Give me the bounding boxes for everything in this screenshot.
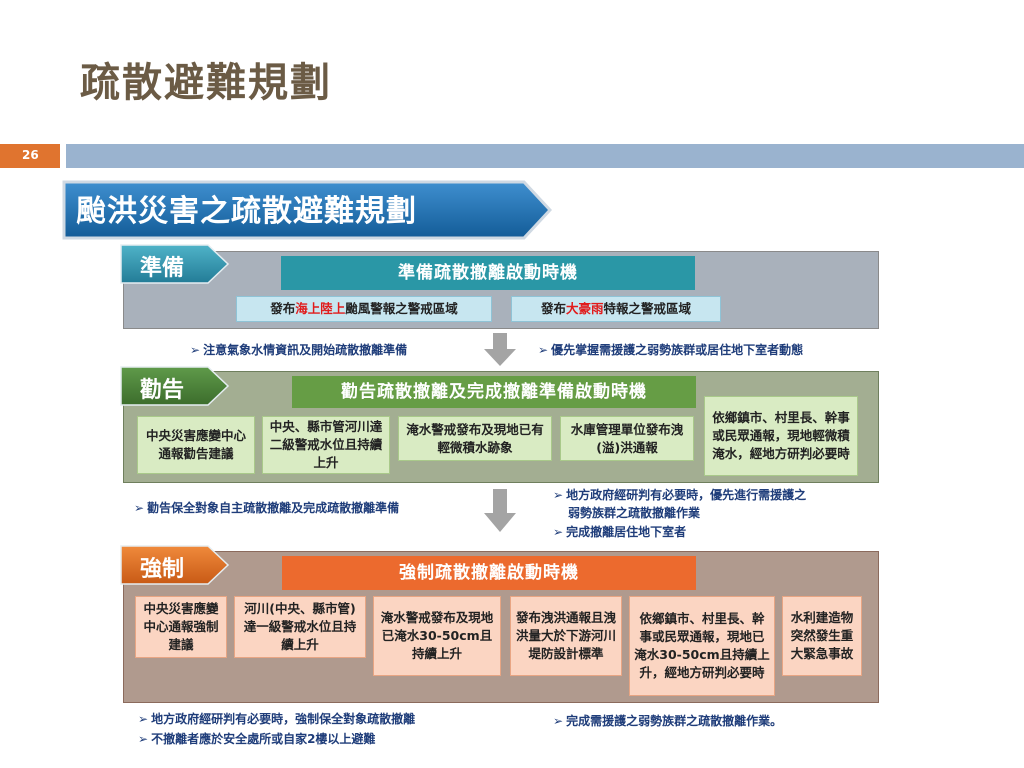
prepare-condition-typhoon: 發布海上陸上颱風警報之警戒區域 — [236, 296, 492, 322]
note-advise-right-2: ➢完成撤離居住地下室者 — [553, 523, 686, 541]
bullet-arrow-icon: ➢ — [553, 525, 564, 539]
force-condition-1: 中央災害應變中心通報強制建議 — [135, 596, 227, 658]
prepare-condition-typhoon-suffix: 颱風警報之警戒區域 — [345, 301, 458, 316]
note-force-left-1: ➢地方政府經研判有必要時，強制保全對象疏散撤離 — [138, 710, 415, 728]
stage-advise-tag-arrow — [120, 366, 230, 406]
note-force-left-1-text: 地方政府經研判有必要時，強制保全對象疏散撤離 — [151, 712, 416, 726]
prepare-condition-typhoon-prefix: 發布 — [270, 301, 296, 316]
advise-condition-5: 依鄉鎮市、村里長、幹事或民眾通報，現地輕微積淹水，經地方研判必要時 — [704, 396, 858, 476]
stage-prepare-header: 準備疏散撤離啟動時機 — [281, 256, 695, 290]
bullet-arrow-icon: ➢ — [134, 501, 145, 515]
stage-advise-tag: 勸告 — [140, 378, 185, 403]
note-advise-right-1-cont: 弱勢族群之疏散撤離作業 — [568, 506, 701, 520]
note-prepare-left: ➢注意氣象水情資訊及開始疏散撤離準備 — [190, 341, 407, 359]
stage-force-tag-arrow — [120, 545, 230, 585]
prepare-condition-typhoon-highlight: 海上陸上 — [295, 301, 346, 316]
force-condition-2: 河川(中央、縣市管)達一級警戒水位且持續上升 — [234, 596, 366, 658]
page-number-badge: 26 — [0, 144, 60, 168]
stage-force-tag: 強制 — [140, 557, 185, 582]
force-condition-5: 依鄉鎮市、村里長、幹事或民眾通報，現地已淹水30-50cm且持續上升，經地方研判… — [629, 596, 775, 696]
note-prepare-right: ➢優先掌握需援護之弱勢族群或居住地下室者動態 — [538, 341, 803, 359]
down-arrow-icon — [484, 333, 516, 366]
force-condition-3: 淹水警戒發布及現地已淹水30-50cm且持續上升 — [373, 596, 501, 676]
bullet-arrow-icon: ➢ — [138, 712, 149, 726]
stage-force-header: 強制疏散撤離啟動時機 — [282, 556, 696, 590]
note-force-right-text: 完成需援護之弱勢族群之疏散撤離作業。 — [566, 714, 783, 728]
force-condition-6: 水利建造物突然發生重大緊急事故 — [782, 596, 862, 676]
bullet-arrow-icon: ➢ — [553, 714, 564, 728]
force-condition-4: 發布洩洪通報且洩洪量大於下游河川堤防設計標準 — [510, 596, 622, 676]
advise-condition-1: 中央災害應變中心通報勸告建議 — [137, 416, 255, 474]
note-advise-right-1: ➢地方政府經研判有必要時，優先進行需援護之 — [553, 486, 806, 504]
header-bar — [66, 144, 1024, 168]
slide-title: 疏散避難規劃 — [80, 60, 332, 106]
main-banner-arrow — [62, 180, 552, 240]
note-advise-right-2-text: 完成撤離居住地下室者 — [566, 525, 687, 539]
stage-prepare-tag-arrow — [120, 244, 230, 284]
prepare-condition-rain: 發布大豪雨特報之警戒區域 — [511, 296, 721, 322]
note-advise-left: ➢勸告保全對象自主疏散撤離及完成疏散撤離準備 — [134, 499, 399, 517]
stage-advise-header: 勸告疏散撤離及完成撤離準備啟動時機 — [292, 376, 696, 408]
bullet-arrow-icon: ➢ — [138, 732, 149, 746]
prepare-condition-rain-prefix: 發布 — [540, 301, 566, 316]
prepare-condition-rain-suffix: 特報之警戒區域 — [603, 301, 692, 316]
down-arrow-icon — [484, 489, 516, 532]
note-force-left-2: ➢不撤離者應於安全處所或自家2樓以上避難 — [138, 730, 375, 748]
bullet-arrow-icon: ➢ — [553, 488, 564, 502]
advise-condition-3: 淹水警戒發布及現地已有輕微積水跡象 — [398, 416, 552, 461]
note-force-right: ➢完成需援護之弱勢族群之疏散撤離作業。 — [553, 712, 782, 730]
note-advise-left-text: 勸告保全對象自主疏散撤離及完成疏散撤離準備 — [147, 501, 400, 515]
note-prepare-right-text: 優先掌握需援護之弱勢族群或居住地下室者動態 — [551, 343, 804, 357]
note-prepare-left-text: 注意氣象水情資訊及開始疏散撤離準備 — [203, 343, 408, 357]
bullet-arrow-icon: ➢ — [190, 343, 201, 357]
advise-condition-2: 中央、縣市管河川達二級警戒水位且持續上升 — [262, 416, 390, 474]
advise-condition-4: 水庫管理單位發布洩(溢)洪通報 — [560, 416, 694, 461]
bullet-arrow-icon: ➢ — [538, 343, 549, 357]
note-force-left-2-text: 不撤離者應於安全處所或自家2樓以上避難 — [151, 732, 376, 746]
stage-prepare-tag: 準備 — [140, 256, 185, 281]
main-banner-title: 颱洪災害之疏散避難規劃 — [76, 194, 417, 229]
prepare-condition-rain-highlight: 大豪雨 — [565, 301, 604, 316]
note-advise-right-1-text: 地方政府經研判有必要時，優先進行需援護之 — [566, 488, 807, 502]
